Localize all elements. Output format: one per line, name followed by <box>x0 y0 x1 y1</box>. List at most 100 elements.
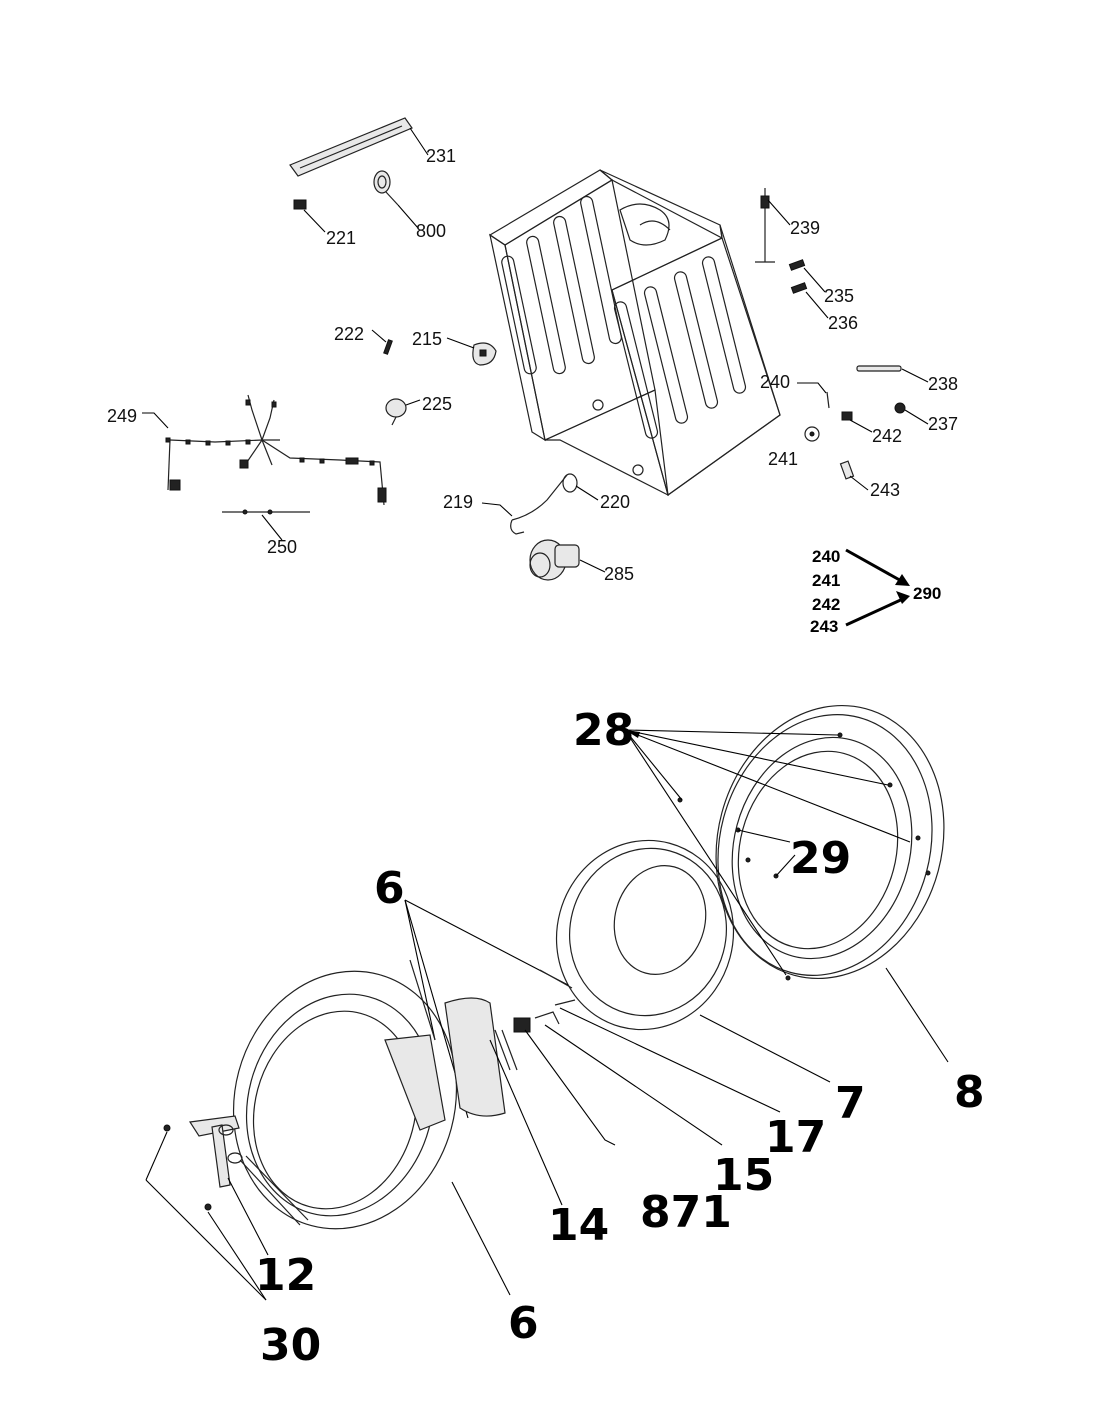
callout-220: 220 <box>600 492 630 512</box>
callout-225: 225 <box>422 394 452 414</box>
callout-7: 7 <box>835 1078 866 1129</box>
callout-219: 219 <box>443 492 473 512</box>
callout-6-top: 6 <box>374 863 405 914</box>
part-14-handle <box>444 997 506 1117</box>
part-220-clamp <box>562 473 578 493</box>
callout-14: 14 <box>548 1200 609 1251</box>
part-240 <box>826 391 830 409</box>
part-7-door-glass <box>555 839 735 1031</box>
leader-235 <box>803 267 826 293</box>
leader-242 <box>849 419 873 433</box>
leader-221 <box>303 209 326 233</box>
leader-250 <box>261 514 283 541</box>
part-15 <box>534 1011 560 1025</box>
part-12-hinge <box>188 1115 309 1226</box>
part-871-lock <box>494 1017 531 1071</box>
part-241 <box>804 426 820 442</box>
callout-236: 236 <box>828 313 858 333</box>
part-219-hose <box>510 474 568 535</box>
callout-285: 285 <box>604 564 634 584</box>
leader-237 <box>904 409 929 425</box>
callout-29: 29 <box>790 833 851 884</box>
callout-17: 17 <box>765 1112 826 1163</box>
callout-8: 8 <box>954 1067 985 1118</box>
kit-label-240: 240 <box>812 547 840 566</box>
part-285-pump <box>529 539 580 581</box>
kit-label-241: 241 <box>812 571 840 590</box>
part-6-door-ring <box>232 970 458 1230</box>
callout-237: 237 <box>928 414 958 434</box>
part-243 <box>839 460 855 480</box>
callout-239: 239 <box>790 218 820 238</box>
callout-235: 235 <box>824 286 854 306</box>
callout-240: 240 <box>760 372 790 392</box>
callout-242: 242 <box>872 426 902 446</box>
callout-241: 241 <box>768 449 798 469</box>
leader-225 <box>405 399 421 406</box>
leader-243 <box>849 475 869 491</box>
part-239-power-cord <box>755 188 775 263</box>
leader-7 <box>699 1014 831 1083</box>
callout-15: 15 <box>713 1150 774 1201</box>
leader-238 <box>901 368 929 383</box>
leader-14 <box>489 1039 563 1206</box>
leader-239 <box>767 199 791 226</box>
callout-871: 871 <box>640 1187 732 1238</box>
callout-222: 222 <box>334 324 364 344</box>
callout-231: 231 <box>426 146 456 166</box>
leader-249 <box>142 412 169 429</box>
leader-236 <box>805 291 829 319</box>
cabinet <box>488 169 781 497</box>
leader-222 <box>371 329 387 343</box>
part-225 <box>385 398 407 426</box>
part-221 <box>293 199 307 210</box>
kit-290-group: 240 241 242 243 290 <box>810 547 941 636</box>
callout-221: 221 <box>326 228 356 248</box>
callout-6-bottom: 6 <box>508 1298 539 1349</box>
callout-243: 243 <box>870 480 900 500</box>
callout-215: 215 <box>412 329 442 349</box>
callout-28: 28 <box>573 705 634 756</box>
leaders-28 <box>624 729 911 976</box>
kit-label-242: 242 <box>812 595 840 614</box>
leader-219 <box>481 502 513 517</box>
part-235 <box>788 259 806 271</box>
part-242 <box>841 411 853 421</box>
leader-240 <box>797 382 827 394</box>
leader-12 <box>227 1177 269 1256</box>
part-215 <box>472 342 497 366</box>
part-236 <box>790 282 808 294</box>
leader-6-bottom <box>451 1181 511 1296</box>
leader-8 <box>885 967 949 1063</box>
part-249-wiring-harness <box>165 394 387 506</box>
leader-871 <box>524 1029 616 1146</box>
part-238 <box>856 365 902 372</box>
callout-30: 30 <box>260 1320 321 1371</box>
part-231-bracket <box>289 117 413 177</box>
leaders-29 <box>737 829 796 877</box>
callout-250: 250 <box>267 537 297 557</box>
part-250-pipe <box>222 509 310 515</box>
leader-220 <box>575 485 599 501</box>
leader-17 <box>559 1007 781 1113</box>
callout-249: 249 <box>107 406 137 426</box>
leaders-6-top <box>404 899 573 1119</box>
part-30-screws <box>163 1124 212 1211</box>
leader-800 <box>397 204 419 229</box>
leader-15 <box>544 1024 723 1146</box>
kit-label-290: 290 <box>913 584 941 603</box>
kit-label-243: 243 <box>810 617 838 636</box>
leader-215 <box>446 337 475 349</box>
callout-800: 800 <box>416 221 446 241</box>
part-8-front-frame <box>677 704 945 981</box>
callout-12: 12 <box>255 1250 316 1301</box>
leader-231 <box>409 127 429 156</box>
leader-285 <box>579 559 606 573</box>
leaders-30 <box>145 1131 267 1301</box>
part-17 <box>554 999 576 1006</box>
callout-238: 238 <box>928 374 958 394</box>
part-237 <box>894 402 906 414</box>
part-222 <box>383 339 393 355</box>
part-800-coil <box>373 170 399 206</box>
